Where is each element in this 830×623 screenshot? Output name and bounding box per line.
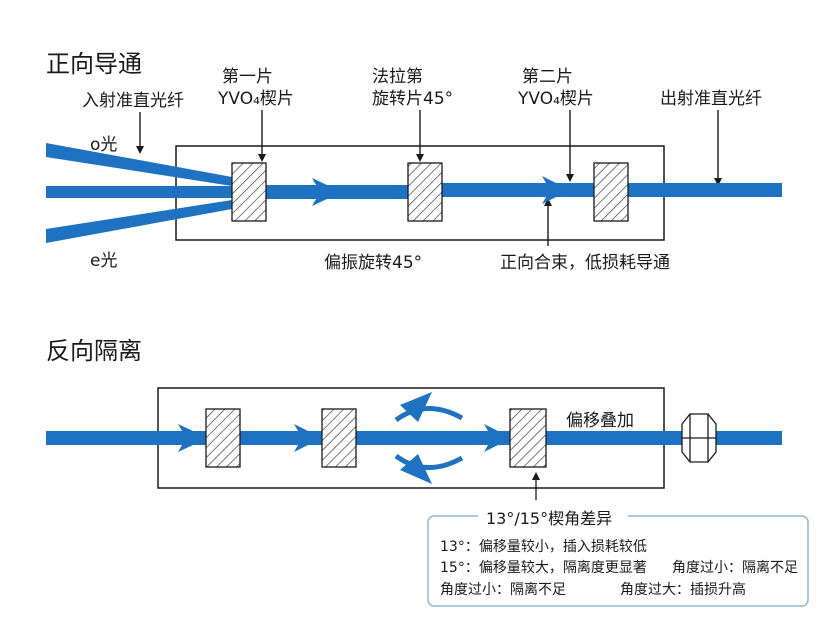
plate2-label-line1: 第二片: [522, 67, 573, 87]
arrow-icon: [312, 176, 570, 206]
input-fiber-label: 入射准直光纤: [82, 91, 184, 111]
plate2-label-line2: YVO₄楔片: [517, 89, 594, 109]
plate1-label-line2: YVO₄楔片: [217, 89, 294, 109]
collimator-icon: [681, 413, 717, 463]
note-pointer-head: [532, 472, 540, 480]
faraday-rotator: [407, 162, 443, 222]
wedge-note-line2a: 15°：偏移量较大，隔离度更显著: [440, 559, 647, 576]
e-ray-label: e光: [90, 251, 117, 271]
output-fiber-label: 出射准直光纤: [660, 89, 762, 109]
faraday-rotator-reverse: [321, 408, 357, 468]
arrow-icon: [178, 424, 512, 452]
yvo4-wedge-2-reverse: [509, 408, 547, 468]
wedge-note-line2b: 角度过小：隔离不足: [672, 559, 798, 576]
deflected-rays: [394, 392, 464, 484]
forward-section-title: 正向导通: [46, 50, 142, 78]
reverse-beams: [46, 431, 782, 445]
reverse-section-title: 反向隔离: [46, 337, 142, 365]
wedge-note-line3a: 角度过小：隔离不足: [440, 581, 566, 598]
yvo4-wedge-2: [593, 162, 629, 222]
plate1-label-line1: 第一片: [222, 67, 273, 87]
polarization-rotation-label: 偏振旋转45°: [324, 253, 422, 273]
yvo4-wedge-1-reverse: [205, 408, 241, 468]
forward-pointer-lines: [139, 110, 719, 246]
forward-pointer-heads: [136, 146, 722, 206]
rotator-label-line1: 法拉第: [372, 67, 423, 87]
note-title-backdrop: [478, 506, 628, 528]
o-ray-label: o光: [90, 135, 117, 155]
combine-note: 正向合束，低损耗导通: [500, 253, 670, 273]
offset-label: 偏移叠加: [566, 411, 634, 431]
yvo4-wedge-1: [231, 162, 267, 222]
wedge-note-line1: 13°：偏移量较小，插入损耗较低: [440, 539, 647, 555]
wedge-note-title: 13°/15°楔角差异: [486, 509, 612, 528]
wedge-note-line3b: 角度过大：插损升高: [620, 581, 746, 598]
rotator-label-line2: 旋转片45°: [372, 89, 453, 109]
